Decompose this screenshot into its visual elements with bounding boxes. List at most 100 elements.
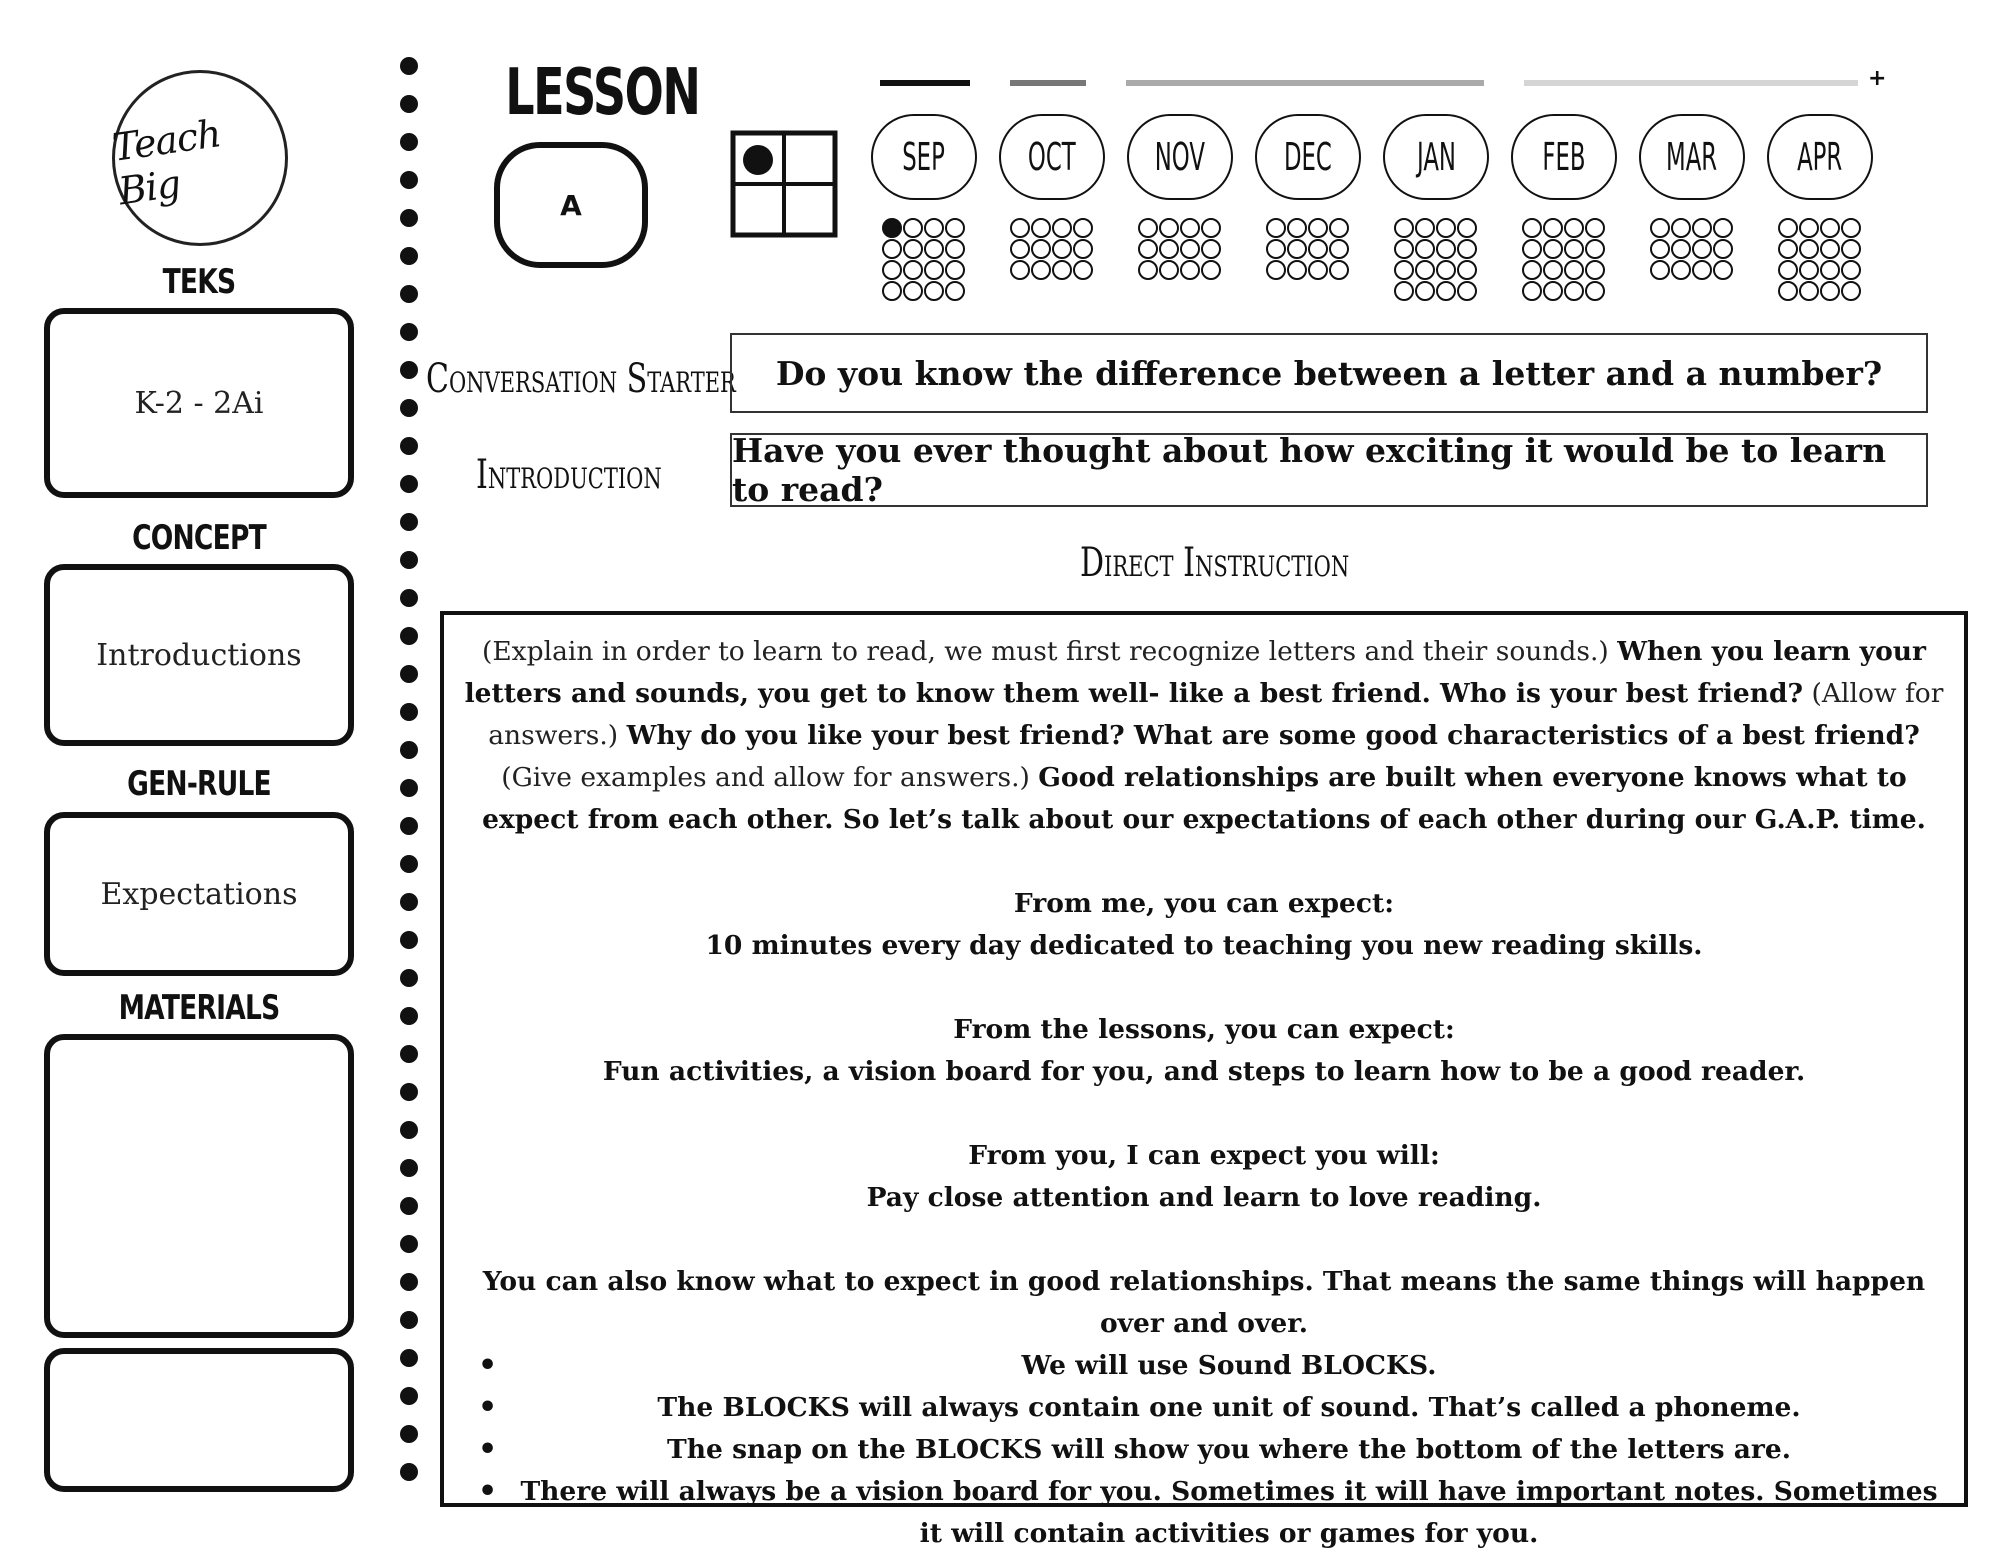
week-dot — [945, 260, 965, 280]
binder-dot — [400, 1349, 418, 1367]
binder-dot — [400, 475, 418, 493]
materials-box — [44, 1034, 354, 1338]
relationships-text: You can also know what to expect in good… — [482, 1266, 1926, 1339]
teacher-note-3: (Give examples and allow for answers.) — [501, 762, 1030, 793]
week-dot — [1522, 239, 1542, 259]
binder-dot — [400, 1121, 418, 1139]
week-dot — [1052, 218, 1072, 238]
week-dot — [1073, 218, 1093, 238]
week-dot — [1522, 260, 1542, 280]
concept-box: Introductions — [44, 564, 354, 746]
week-dot — [1436, 218, 1456, 238]
week-dot — [903, 218, 923, 238]
teks-label: TEKS — [162, 262, 237, 302]
concept-label: CONCEPT — [132, 518, 267, 558]
week-dot — [1287, 218, 1307, 238]
week-dot — [1031, 218, 1051, 238]
week-dot — [1329, 218, 1349, 238]
lesson-letter-pill: A — [494, 142, 648, 268]
binder-dot — [400, 741, 418, 759]
binder-dot — [400, 361, 418, 379]
week-dot — [1692, 239, 1712, 259]
concept-value: Introductions — [96, 637, 302, 673]
week-dot — [1585, 260, 1605, 280]
week-dot — [882, 218, 902, 238]
week-dot — [1031, 260, 1051, 280]
binder-dot — [400, 703, 418, 721]
week-dot — [1650, 218, 1670, 238]
introduction-text: Have you ever thought about how exciting… — [732, 431, 1887, 509]
binder-dot — [400, 1311, 418, 1329]
lesson-title: LESSON — [505, 56, 701, 130]
binder-dot — [400, 1235, 418, 1253]
teacher-note-1: (Explain in order to learn to read, we m… — [482, 636, 1609, 667]
week-dot — [1692, 218, 1712, 238]
week-dot — [1201, 239, 1221, 259]
week-dot — [1287, 260, 1307, 280]
week-dot — [1415, 239, 1435, 259]
binder-dot — [400, 1083, 418, 1101]
week-dot — [945, 239, 965, 259]
binder-dot — [400, 969, 418, 987]
binder-dots — [400, 57, 418, 1481]
week-dot — [1031, 239, 1051, 259]
binder-dot — [400, 1159, 418, 1177]
genrule-box: Expectations — [44, 812, 354, 976]
week-dot — [1457, 281, 1477, 301]
script-3: Good relationships are built when everyo… — [482, 762, 1926, 835]
binder-dot — [400, 1425, 418, 1443]
week-dot — [1436, 281, 1456, 301]
timeline-plus: + — [1868, 66, 1887, 91]
week-dot — [1820, 239, 1840, 259]
week-dot — [1778, 218, 1798, 238]
list-item: We will use Sound BLOCKS. — [454, 1345, 1954, 1387]
week-dot — [1543, 281, 1563, 301]
week-dot — [1841, 218, 1861, 238]
quadrant-grid-icon — [730, 130, 838, 238]
binder-dot — [400, 513, 418, 531]
week-dot — [1778, 260, 1798, 280]
month-sep: SEP — [871, 114, 977, 200]
week-dot — [1052, 239, 1072, 259]
week-dot — [1650, 260, 1670, 280]
month-apr: APR — [1767, 114, 1873, 200]
week-dot — [1799, 260, 1819, 280]
genrule-value: Expectations — [100, 876, 298, 912]
binder-dot — [400, 855, 418, 873]
week-dot — [1180, 239, 1200, 259]
week-dot — [1415, 260, 1435, 280]
week-dot — [1585, 239, 1605, 259]
progress-bar-3 — [1126, 80, 1484, 86]
week-dot — [1159, 260, 1179, 280]
script-1: When you learn your letters and sounds, … — [464, 636, 1926, 709]
teks-value: K-2 - 2Ai — [134, 385, 264, 421]
week-dot — [1138, 218, 1158, 238]
week-dot — [1073, 239, 1093, 259]
month-jan: JAN — [1383, 114, 1489, 200]
binder-dot — [400, 1007, 418, 1025]
week-dot — [1329, 260, 1349, 280]
you-heading: From you, I can expect you will: — [968, 1140, 1440, 1171]
list-item: The snap on the BLOCKS will show you whe… — [454, 1429, 1954, 1471]
list-item: There will always be a vision board for … — [454, 1471, 1954, 1555]
week-dot — [1585, 218, 1605, 238]
direct-instruction-box: (Explain in order to learn to read, we m… — [440, 611, 1968, 1549]
week-dot — [1159, 218, 1179, 238]
binder-dot — [400, 399, 418, 417]
you-text: Pay close attention and learn to love re… — [866, 1182, 1542, 1213]
week-dot — [1457, 218, 1477, 238]
week-dot — [1543, 218, 1563, 238]
week-dot — [1308, 239, 1328, 259]
week-dot — [1201, 260, 1221, 280]
week-dot — [1713, 260, 1733, 280]
week-dot — [1201, 218, 1221, 238]
week-dot — [1436, 239, 1456, 259]
week-dot — [1799, 218, 1819, 238]
week-dot — [1799, 281, 1819, 301]
week-dot — [1329, 239, 1349, 259]
week-dot — [1713, 218, 1733, 238]
week-dot — [1287, 239, 1307, 259]
week-dot — [1564, 218, 1584, 238]
week-dot — [1180, 218, 1200, 238]
lessons-heading: From the lessons, you can expect: — [953, 1014, 1455, 1045]
